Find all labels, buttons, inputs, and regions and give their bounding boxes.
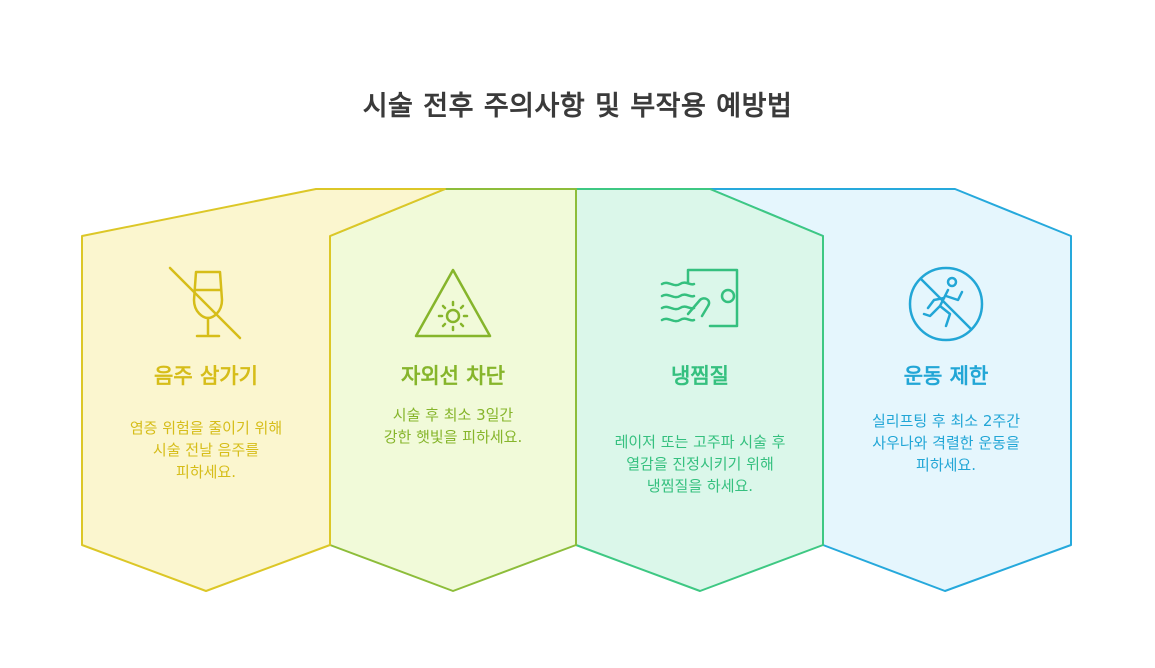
page-title: 시술 전후 주의사항 및 부작용 예방법 — [362, 91, 793, 122]
desc-line: 시술 전날 음주를 — [152, 441, 260, 459]
card-desc-alcohol: 염증 위험을 줄이기 위해 시술 전날 음주를 피하세요. — [91, 417, 321, 483]
card-desc-uv: 시술 후 최소 3일간 강한 햇빛을 피하세요. — [338, 404, 568, 448]
card-title-alcohol: 음주 삼가기 — [154, 364, 258, 388]
no-alcohol-icon — [168, 266, 242, 340]
cold-compress-icon — [660, 268, 739, 328]
card-title-cold: 냉찜질 — [671, 364, 729, 388]
desc-line: 열감을 진정시키기 위해 — [626, 455, 774, 473]
desc-line: 피하세요. — [916, 456, 976, 474]
desc-line: 레이저 또는 고주파 시술 후 — [614, 433, 786, 451]
card-desc-exercise: 실리프팅 후 최소 2주간 사우나와 격렬한 운동을 피하세요. — [831, 410, 1061, 476]
desc-line: 사우나와 격렬한 운동을 — [872, 434, 1020, 452]
no-exercise-icon — [908, 266, 984, 342]
desc-line: 냉찜질을 하세요. — [646, 477, 754, 495]
desc-line: 강한 햇빛을 피하세요. — [383, 428, 523, 446]
sun-warning-icon — [414, 268, 492, 338]
card-cold-compress-shape — [575, 188, 824, 592]
card-alcohol-shape — [81, 188, 446, 592]
desc-line: 실리프팅 후 최소 2주간 — [871, 412, 1021, 430]
card-title-uv: 자외선 차단 — [401, 364, 505, 388]
desc-line: 시술 후 최소 3일간 — [392, 406, 514, 424]
desc-line: 피하세요. — [176, 463, 236, 481]
card-desc-cold: 레이저 또는 고주파 시술 후 열감을 진정시키기 위해 냉찜질을 하세요. — [585, 431, 815, 497]
desc-line: 염증 위험을 줄이기 위해 — [129, 419, 283, 437]
card-uv-shape — [329, 188, 577, 592]
card-exercise-shape — [709, 188, 1072, 592]
card-title-exercise: 운동 제한 — [903, 364, 989, 388]
